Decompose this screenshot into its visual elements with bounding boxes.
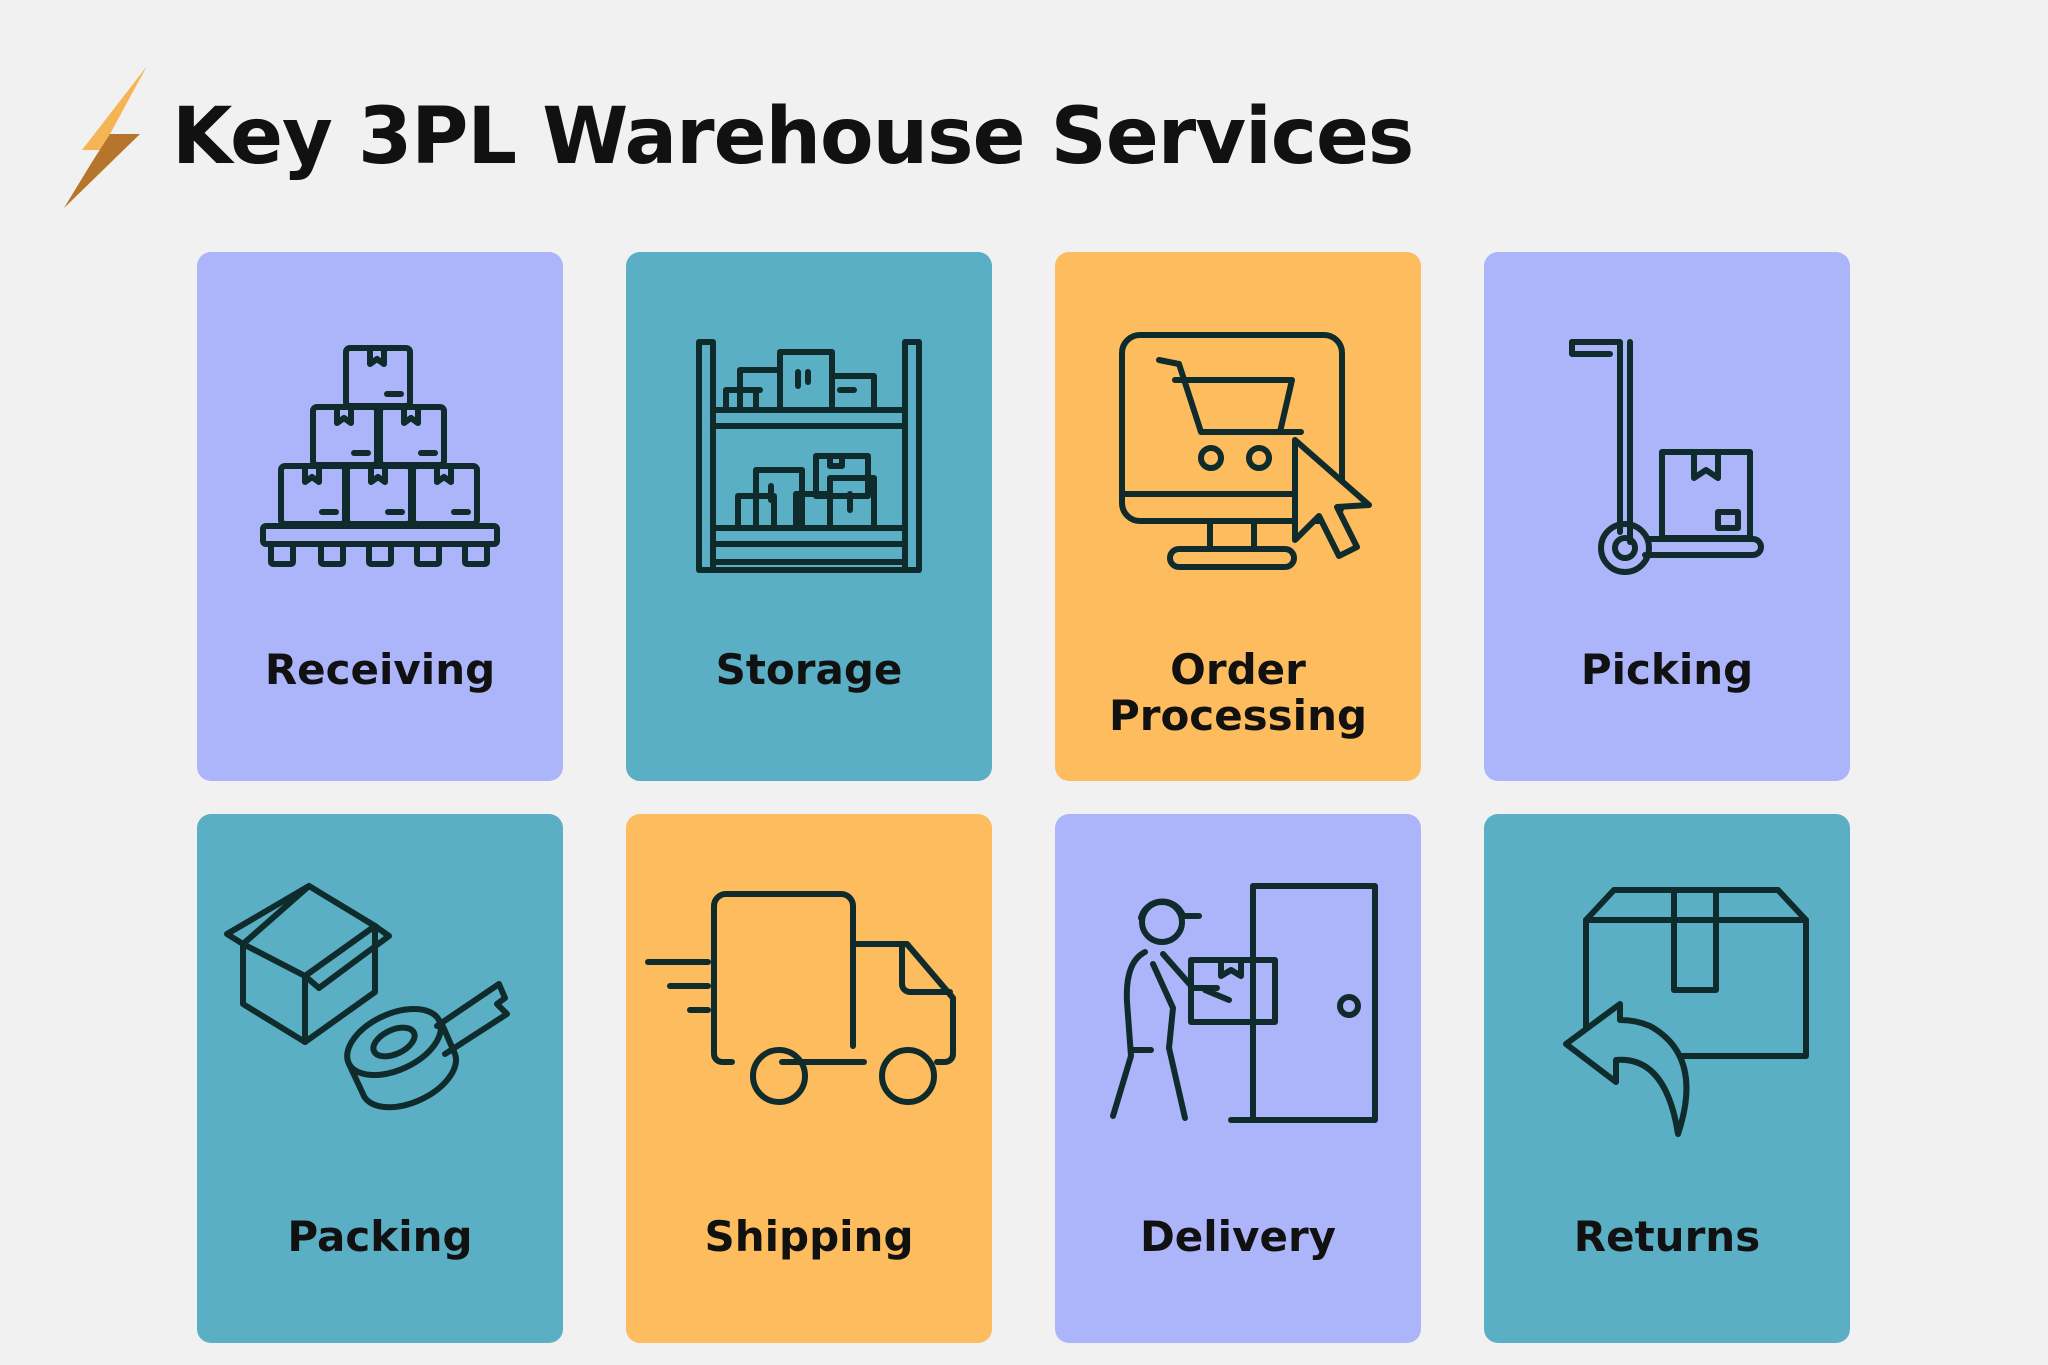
warehouse-shelf-icon [696,339,922,573]
courier-door-icon [1110,883,1378,1123]
header: Key 3PL Warehouse Services [62,62,1414,212]
service-label-storage: Storage [715,645,903,694]
service-label-shipping: Shipping [704,1212,914,1261]
service-card-returns: Returns [1484,814,1850,1343]
service-label-picking: Picking [1580,645,1754,694]
service-card-order-processing: Order Processing [1055,252,1421,781]
service-label-delivery: Delivery [1139,1212,1337,1261]
delivery-truck-icon [645,891,956,1105]
lightning-bolt-icon [64,66,147,208]
service-card-packing: Packing [197,814,563,1343]
service-label-receiving: Receiving [264,645,496,694]
service-card-shipping: Shipping [626,814,992,1343]
hand-truck-icon [1569,339,1764,575]
box-return-arrow-icon [1563,887,1809,1137]
service-label-returns: Returns [1573,1212,1761,1261]
services-grid: Receiving Storage [197,252,1850,1343]
online-cart-icon [1119,332,1372,570]
service-card-picking: Picking [1484,252,1850,781]
pallet-boxes-icon [260,345,500,567]
service-label-packing: Packing [287,1212,473,1261]
service-card-storage: Storage [626,252,992,781]
page-title: Key 3PL Warehouse Services [172,92,1414,182]
service-label-order-processing: Order Processing [1108,645,1368,740]
service-card-delivery: Delivery [1055,814,1421,1343]
box-tape-icon [224,883,510,1111]
service-card-receiving: Receiving [197,252,563,781]
